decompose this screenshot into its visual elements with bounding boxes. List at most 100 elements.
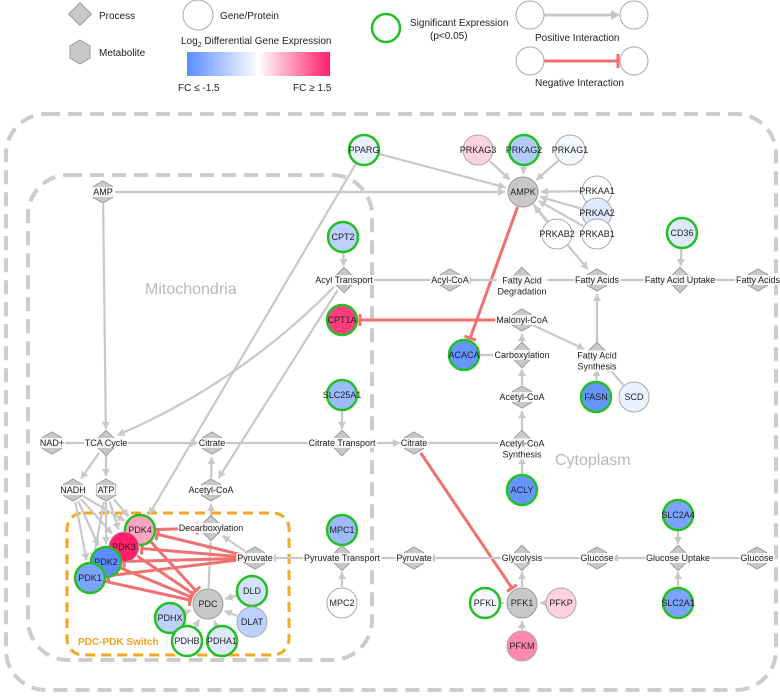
node-acaca[interactable]: ACACA <box>447 338 481 372</box>
prkag1-shape <box>554 134 586 166</box>
node-nadh[interactable]: NADH <box>59 478 87 502</box>
node-pfkp[interactable]: PFKP <box>545 587 577 619</box>
edge-line <box>419 452 514 589</box>
node-pyruvatecyto1[interactable]: Pyruvate <box>395 546 433 570</box>
node-pfkl[interactable]: PFKL <box>468 586 502 620</box>
node-acetylcoamito[interactable]: Acetyl-CoA <box>187 478 235 502</box>
arrow-head <box>674 537 682 544</box>
node-citratecyto[interactable]: Citrate <box>399 431 429 455</box>
node-pfk1[interactable]: PFK1 <box>506 587 538 619</box>
legend-negative-label: Negative Interaction <box>535 78 624 89</box>
edge-slc25a1-to-citratetransport <box>338 411 346 429</box>
pdc-shape <box>192 588 224 620</box>
node-carboxylation[interactable]: Carboxylation <box>493 341 551 369</box>
node-fauptake[interactable]: Fatty Acid Uptake <box>643 266 717 294</box>
node-glucose1[interactable]: Glucose <box>579 546 615 570</box>
prkag2-label: PRKAG2 <box>506 145 543 155</box>
atp-label: ATP <box>98 485 115 495</box>
arrow-head <box>540 194 549 203</box>
node-pdha1[interactable]: PDHA1 <box>205 624 239 658</box>
node-cpt2[interactable]: CPT2 <box>326 220 360 254</box>
node-glucose2[interactable]: Glucose <box>739 546 775 570</box>
arrow-head <box>540 599 547 607</box>
node-nadplus[interactable]: NAD+ <box>38 431 66 455</box>
node-prkag2[interactable]: PRKAG2 <box>506 133 543 167</box>
node-mpc2[interactable]: MPC2 <box>326 587 358 619</box>
node-prkag1[interactable]: PRKAG1 <box>552 134 589 166</box>
node-cpt1a[interactable]: CPT1A <box>325 303 359 337</box>
edge-line <box>136 554 194 596</box>
edge-citratecyto-to-accoasynth <box>426 439 508 447</box>
node-dlat[interactable]: DLAT <box>236 606 268 638</box>
node-glycolysis[interactable]: Glycolysis <box>500 544 544 572</box>
node-decarboxylation[interactable]: Decarboxylation <box>177 514 245 542</box>
pyrtransport-label: Pyruvate Transport <box>304 553 381 563</box>
node-fasn[interactable]: FASN <box>579 380 613 414</box>
node-pdhx[interactable]: PDHX <box>153 601 187 635</box>
node-prkab1[interactable]: PRKAB1 <box>579 218 615 250</box>
acly-label: ACLY <box>511 485 534 495</box>
node-citratemito[interactable]: Citrate <box>197 431 227 455</box>
edge-decarboxylation-to-acetylcoamito <box>207 504 215 516</box>
arrow-head <box>149 506 157 515</box>
legend-scale-title-sub: 2 <box>198 42 202 49</box>
arrow-head <box>207 456 216 465</box>
node-malonylcoa[interactable]: Malonyl-CoA <box>495 308 549 332</box>
slc2a4-label: SLC2A4 <box>661 510 695 520</box>
citratecyto-label: Citrate <box>401 438 428 448</box>
prkag2-shape <box>507 133 541 167</box>
edge-atp-to-pdk4 <box>112 498 130 517</box>
node-pyrtransport[interactable]: Pyruvate Transport <box>302 544 382 572</box>
node-slc25a1[interactable]: SLC25A1 <box>323 378 362 412</box>
label-backdrop <box>498 392 546 402</box>
node-pdk1[interactable]: PDK1 <box>73 561 107 595</box>
node-pdhb[interactable]: PDHB <box>170 624 204 658</box>
node-dld[interactable]: DLD <box>235 574 269 608</box>
node-pdc[interactable]: PDC <box>192 588 224 620</box>
legend-metabolite-label: Metabolite <box>99 48 146 59</box>
node-tca[interactable]: TCA Cycle <box>83 429 129 457</box>
node-fattyacidsout[interactable]: Fatty Acids <box>734 268 780 292</box>
arrow-head <box>518 369 526 376</box>
node-prkaa1[interactable]: PRKAA1 <box>579 175 615 207</box>
node-glucoseuptake[interactable]: Glucose Uptake <box>644 544 712 572</box>
pdk4-label: PDK4 <box>128 525 152 535</box>
edge-acyltransport-to-acetylcoamito <box>217 289 339 479</box>
arrow-head <box>207 504 215 511</box>
node-ampk[interactable]: AMPK <box>507 176 539 208</box>
pfkp-shape <box>545 587 577 619</box>
inhibition-bar <box>190 585 202 596</box>
arrow-head <box>183 608 192 617</box>
node-acly[interactable]: ACLY <box>505 473 539 507</box>
node-amp[interactable]: AMP <box>92 180 114 204</box>
node-slc2a1[interactable]: SLC2A1 <box>661 586 695 620</box>
malonylcoa-label: Malonyl-CoA <box>496 315 548 325</box>
arrow-head <box>518 334 526 341</box>
node-acylcoa[interactable]: Acyl-CoA <box>430 268 470 292</box>
node-pyruvatemito[interactable]: Pyruvate <box>236 546 274 570</box>
pyruvatecyto1-label: Pyruvate <box>396 553 432 563</box>
node-atp[interactable]: ATP <box>95 478 117 502</box>
node-pfkm[interactable]: PFKM <box>506 630 538 662</box>
mitochondria-compartment <box>26 173 374 662</box>
node-scd[interactable]: SCD <box>618 381 650 413</box>
node-acyltransport[interactable]: Acyl Transport <box>314 266 375 294</box>
node-mpc1[interactable]: MPC1 <box>325 513 359 547</box>
node-cd36[interactable]: CD36 <box>665 216 699 250</box>
legend-process-label: Process <box>99 11 135 22</box>
label-backdrop <box>643 275 717 285</box>
node-slc2a4[interactable]: SLC2A4 <box>661 498 695 532</box>
label-backdrop <box>399 438 429 448</box>
node-acetylcoacyto[interactable]: Acetyl-CoA <box>498 385 546 409</box>
node-citratetransport[interactable]: Citrate Transport <box>307 429 378 457</box>
edge-acly-to-accoasynth <box>518 457 526 474</box>
node-fattyacids[interactable]: Fatty Acids <box>573 268 621 292</box>
node-prkag3[interactable]: PRKAG3 <box>460 134 497 166</box>
node-prkab2[interactable]: PRKAB2 <box>539 218 575 250</box>
node-pparg[interactable]: PPARG <box>347 133 381 167</box>
edge-pyruvatemito-to-decarboxylation <box>221 534 246 553</box>
